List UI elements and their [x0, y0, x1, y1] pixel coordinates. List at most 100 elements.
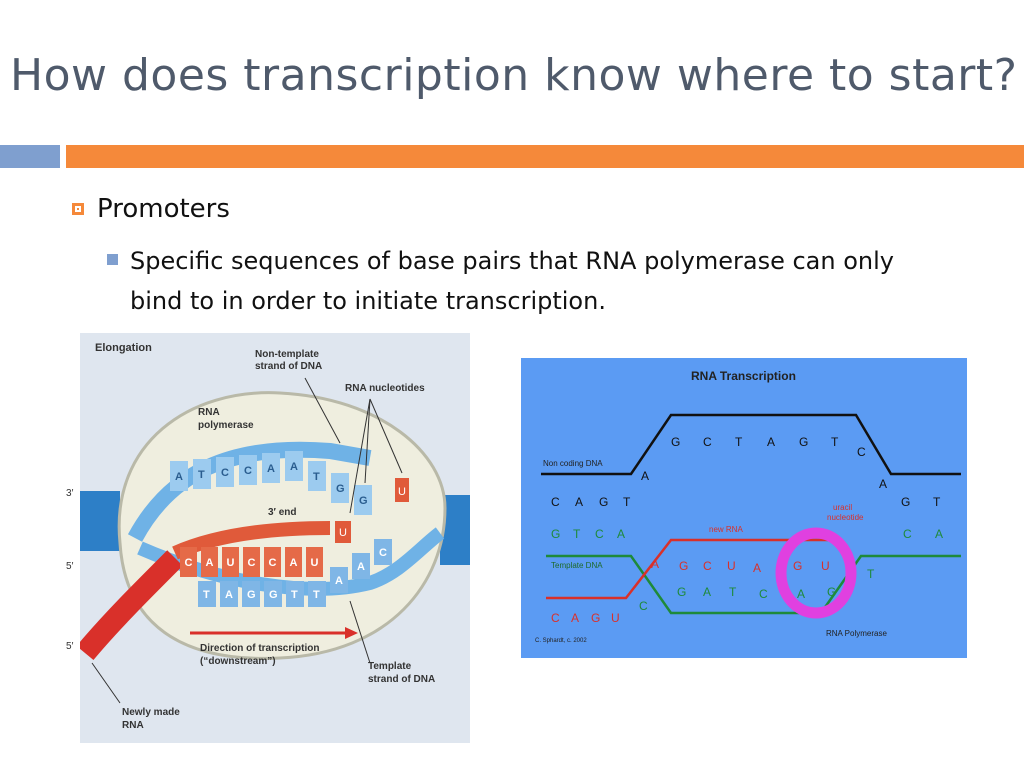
template-dna-strand: [546, 554, 961, 615]
label-uracil-nucleotide: uracil: [833, 503, 852, 512]
nontemplate-base: [285, 451, 303, 481]
pointer-line: [369, 398, 403, 474]
mark-5prime-a: 5′: [66, 561, 74, 572]
pointer-line: [304, 377, 341, 444]
pointer-line: [349, 600, 371, 664]
label-template-dna: Template DNA: [551, 561, 603, 570]
template-base: [220, 581, 238, 607]
nontemplate-base-letter: T: [313, 471, 320, 483]
rna-base-letter: A: [290, 557, 298, 569]
lower-base: T: [729, 585, 737, 599]
template-base: [352, 553, 370, 579]
nontemplate-base: [239, 455, 257, 485]
nontemplate-base-letter: C: [221, 467, 229, 479]
rna-base-letter: U: [311, 557, 319, 569]
top-raised-base: T: [831, 435, 839, 449]
template-base: [330, 567, 348, 593]
label-direction: Direction of transcription: [200, 643, 319, 654]
nontemplate-base: [216, 457, 234, 487]
template-base-letter: T: [291, 589, 298, 601]
top-raised-base: T: [735, 435, 743, 449]
square-bullet-icon: [107, 254, 118, 265]
nontemplate-base: [262, 453, 280, 483]
mark-5prime-b: 5′: [66, 641, 74, 652]
template-base: [242, 581, 260, 607]
red-left-base: G: [591, 611, 600, 625]
nontemplate-base-letter: A: [175, 471, 183, 483]
slide-title: How does transcription know where to sta…: [10, 50, 1018, 101]
lower-base: C: [639, 599, 648, 613]
green-left-base: T: [573, 527, 581, 541]
lower-base: A: [797, 587, 805, 601]
label-uracil-nucleotide: nucleotide: [827, 513, 864, 522]
rna-base: [201, 547, 218, 577]
free-nucleotide-letter: U: [339, 527, 347, 539]
rna-base: A: [651, 557, 659, 571]
label-elongation: Elongation: [95, 342, 152, 354]
green-left-base: C: [595, 527, 604, 541]
green-left-base: A: [617, 527, 625, 541]
free-nucleotide: [335, 521, 351, 543]
nontemplate-base-letter: G: [336, 483, 345, 495]
template-base-letter: A: [225, 589, 233, 601]
template-base-letter: A: [357, 561, 365, 573]
nontemplate-base-letter: G: [359, 495, 368, 507]
rna-base: A: [753, 561, 761, 575]
title-accent-bar-orange: [66, 145, 1024, 168]
template-base: [264, 581, 282, 607]
rna-base: [243, 547, 260, 577]
rna-base-letter: C: [185, 557, 193, 569]
top-raised-base: A: [879, 477, 887, 491]
nontemplate-base: [193, 459, 211, 489]
top-raised-base: A: [641, 469, 649, 483]
bullet-definition-line2: bind to in order to initiate transcripti…: [130, 287, 606, 315]
free-nucleotide: [395, 478, 409, 502]
new-rna-strand: [546, 538, 841, 600]
top-left-base: A: [575, 495, 583, 509]
rna-strand: [172, 521, 331, 560]
title-accent-bar-blue: [0, 145, 60, 168]
top-left-base: G: [599, 495, 608, 509]
green-left-base: G: [551, 527, 560, 541]
label-template-strand: strand of DNA: [368, 674, 435, 685]
bullet-definition: Specific sequences of base pairs that RN…: [107, 241, 987, 321]
noncoding-dna-strand: [541, 413, 961, 476]
template-base-letter: G: [269, 589, 278, 601]
red-left-base: U: [611, 611, 620, 625]
pointer-line: [364, 398, 371, 484]
label-rna-nucleotides: RNA nucleotides: [345, 383, 425, 394]
label-noncoding-dna: Non coding DNA: [543, 459, 603, 468]
nontemplate-base-letter: A: [290, 461, 298, 473]
newly-made-rna-strand: [76, 550, 183, 661]
rna-base-letter: C: [269, 557, 277, 569]
green-right-base: A: [935, 527, 943, 541]
nontemplate-base: [308, 461, 326, 491]
label-nontemplate: Non-template: [255, 349, 319, 360]
nontemplate-strand: [127, 441, 372, 542]
template-base: [286, 581, 304, 607]
nontemplate-base: [354, 485, 372, 515]
top-right-base: G: [901, 495, 910, 509]
top-raised-base: A: [767, 435, 775, 449]
bullet-promoters-text: Promoters: [97, 194, 230, 224]
top-right-base: T: [933, 495, 941, 509]
template-base: [198, 581, 216, 607]
label-newly-made-rna: RNA: [122, 720, 144, 731]
label-rna-polymerase: polymerase: [198, 420, 254, 431]
dna-left-end: [80, 491, 120, 551]
bullet-promoters: Promoters: [72, 194, 230, 224]
rna-base-letter: A: [206, 557, 214, 569]
rna-base: U: [821, 559, 830, 573]
template-base-letter: A: [335, 575, 343, 587]
rna-base-letter: C: [248, 557, 256, 569]
lower-base: A: [703, 585, 711, 599]
rna-base: G: [793, 559, 802, 573]
nontemplate-base: [331, 473, 349, 503]
template-base-letter: C: [379, 547, 387, 559]
